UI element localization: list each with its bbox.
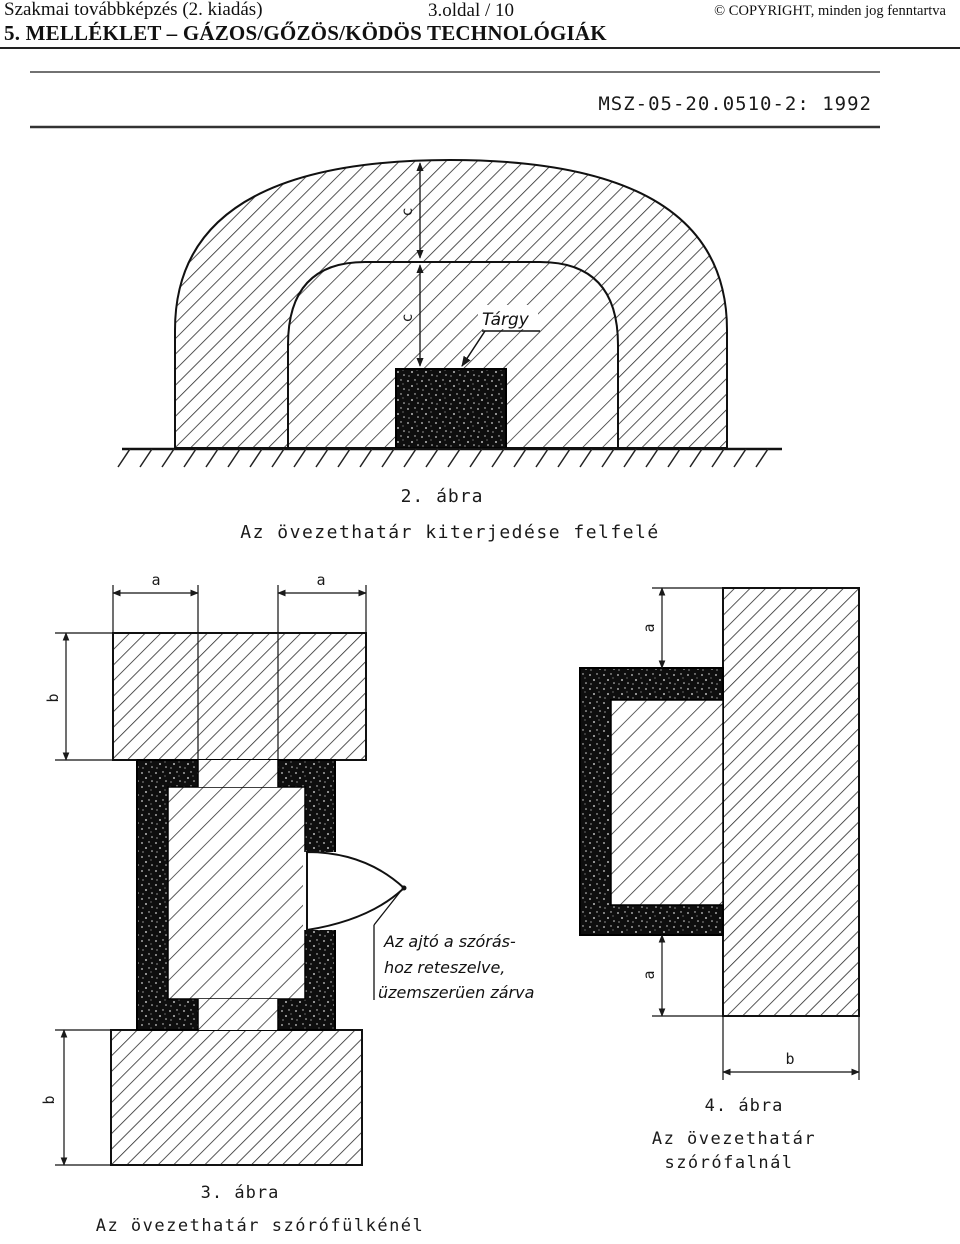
dimension-a-right: a [277, 571, 367, 633]
figure-3-number: 3. ábra [201, 1183, 280, 1203]
dimension-a-bottom: a [640, 934, 723, 1017]
dimension-a-top: a [640, 587, 723, 669]
annex-title: 5. MELLÉKLET – GÁZOS/GŐZÖS/KÖDÖS TECHNOL… [4, 21, 607, 45]
object-label: Tárgy [482, 310, 530, 330]
standard-number: MSZ-05-20.0510-2: 1992 [598, 93, 872, 115]
header-rule [0, 47, 960, 49]
door-note-line-3: üzemszerüen zárva [378, 983, 534, 1002]
door-note-line-1: Az ajtó a szórás- [383, 932, 516, 951]
figure-2-caption: Az övezethatár kiterjedése felfelé [240, 522, 659, 543]
door-note: Az ajtó a szórás- hoz reteszelve, üzemsz… [373, 891, 534, 1002]
figure-4-number: 4. ábra [705, 1096, 784, 1116]
figure-3-caption: Az övezethatár szórófülkénél [96, 1216, 425, 1236]
dimension-b-top: b [44, 632, 137, 761]
dimension-b-bottom: b [40, 1029, 111, 1166]
door-note-line-2: hoz reteszelve, [384, 958, 505, 977]
dimension-a-left: a [112, 571, 199, 633]
figure-4-caption-line-1: Az övezethatár [652, 1129, 816, 1149]
page-header: Szakmai továbbképzés (2. kiadás) 3.oldal… [0, 0, 960, 50]
course-title: Szakmai továbbképzés (2. kiadás) [4, 0, 263, 20]
figure-2-number: 2. ábra [401, 486, 484, 507]
copyright-notice: © COPYRIGHT, minden jog fenntartva [714, 3, 946, 19]
dimension-c-lower-label: c [398, 313, 416, 322]
dimension-b-bottom-label: b [40, 1095, 58, 1104]
figure-4-caption-line-2: szórófalnál [664, 1153, 793, 1173]
dimension-a-left-label: a [151, 571, 160, 589]
page-number: 3.oldal / 10 [428, 0, 515, 21]
dimension-b-top-label: b [44, 693, 62, 702]
technical-drawing: MSZ-05-20.0510-2: 1992 c c Tárgy 2. ábra… [30, 71, 880, 1236]
dimension-a-top-label: a [640, 623, 658, 632]
dimension-c-upper-label: c [398, 207, 416, 216]
dimension-b-wall-label: b [785, 1050, 794, 1068]
dimension-a-right-label: a [316, 571, 325, 589]
figure-3: a a b b Az ajtó a szórás- hoz reteszelve… [40, 571, 534, 1236]
spray-booth [136, 759, 336, 1031]
dimension-c: c c [398, 162, 424, 367]
object-block [395, 368, 507, 449]
booth-door[interactable] [303, 850, 407, 932]
wall-zone [722, 587, 860, 1017]
standard-header: MSZ-05-20.0510-2: 1992 [30, 71, 880, 129]
ground-line [117, 447, 782, 468]
upper-zone-block [112, 632, 367, 761]
figure-4: a a b 4. ábra Az övezethatár szórófalnál [579, 587, 860, 1173]
object-callout: Tárgy [461, 305, 540, 367]
dimension-a-bottom-label: a [640, 970, 658, 979]
dimension-b-wall: b [722, 1016, 860, 1080]
lower-zone-block [110, 1029, 363, 1166]
figure-2: c c Tárgy 2. ábra Az övezethatár kiterje… [117, 158, 782, 543]
spray-wall-booth [579, 667, 724, 936]
